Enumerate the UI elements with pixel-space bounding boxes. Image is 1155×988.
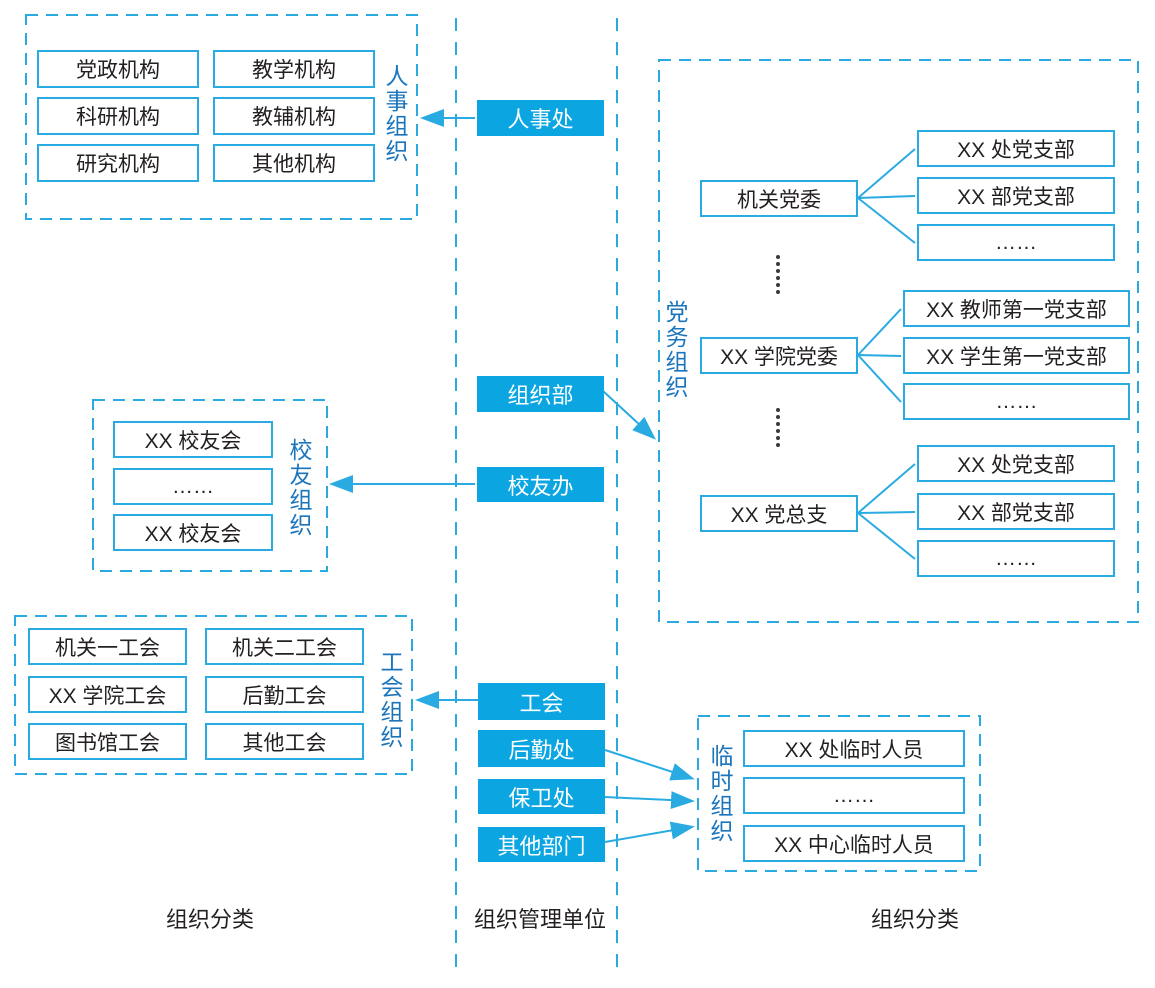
unit-qitabumen: 其他部门 <box>478 827 605 862</box>
group-label-personnel: 人事组织 <box>382 64 408 164</box>
party-child-box: XX 处党支部 <box>917 445 1115 482</box>
party-child-box: XX 学生第一党支部 <box>903 337 1130 374</box>
alumni-box: …… <box>113 468 273 505</box>
group-label-union: 工会组织 <box>377 650 403 750</box>
caption-management-units: 组织管理单位 <box>473 907 607 932</box>
personnel-box: 教学机构 <box>213 50 375 88</box>
arrow-houqinchu-to-temporary <box>604 749 695 781</box>
union-box: XX 学院工会 <box>28 676 187 713</box>
alumni-box: XX 校友会 <box>113 421 273 458</box>
union-box: 后勤工会 <box>205 676 364 713</box>
unit-houqinchu: 后勤处 <box>478 730 605 767</box>
party-parent-box: XX 学院党委 <box>700 337 858 374</box>
party-parent-box: 机关党委 <box>700 180 858 217</box>
personnel-box: 教辅机构 <box>213 97 375 135</box>
personnel-box: 其他机构 <box>213 144 375 182</box>
caption-left-org-types: 组织分类 <box>165 907 255 932</box>
personnel-box: 研究机构 <box>37 144 199 182</box>
caption-right-org-types: 组织分类 <box>870 907 960 932</box>
personnel-box: 科研机构 <box>37 97 199 135</box>
temporary-box: XX 中心临时人员 <box>743 825 965 862</box>
party-parent-box: XX 党总支 <box>700 495 858 532</box>
union-box: 其他工会 <box>205 723 364 760</box>
union-box: 图书馆工会 <box>28 723 187 760</box>
unit-xiaoyouban: 校友办 <box>477 467 604 502</box>
arrow-zuzhibu-to-party <box>602 390 656 440</box>
alumni-box: XX 校友会 <box>113 514 273 551</box>
party-child-box: XX 处党支部 <box>917 130 1115 167</box>
unit-gonghui: 工会 <box>478 683 605 720</box>
group-label-alumni: 校友组织 <box>286 438 312 538</box>
unit-renshichu: 人事处 <box>477 100 604 136</box>
party-child-box: XX 部党支部 <box>917 177 1115 214</box>
group-label-party: 党务组织 <box>662 300 688 400</box>
arrow-qitabumen-to-temporary <box>604 821 695 843</box>
temporary-box: …… <box>743 777 965 814</box>
party-child-box: …… <box>917 540 1115 577</box>
unit-baoweichu: 保卫处 <box>478 779 605 814</box>
personnel-box: 党政机构 <box>37 50 199 88</box>
group-label-temporary: 临时组织 <box>707 744 733 844</box>
unit-zuzhibu: 组织部 <box>477 376 604 412</box>
temporary-box: XX 处临时人员 <box>743 730 965 767</box>
party-child-box: …… <box>903 383 1130 420</box>
party-child-box: …… <box>917 224 1115 261</box>
party-child-box: XX 教师第一党支部 <box>903 290 1130 327</box>
party-child-box: XX 部党支部 <box>917 493 1115 530</box>
union-box: 机关二工会 <box>205 628 364 665</box>
arrow-baoweichu-to-temporary <box>604 791 695 810</box>
union-box: 机关一工会 <box>28 628 187 665</box>
